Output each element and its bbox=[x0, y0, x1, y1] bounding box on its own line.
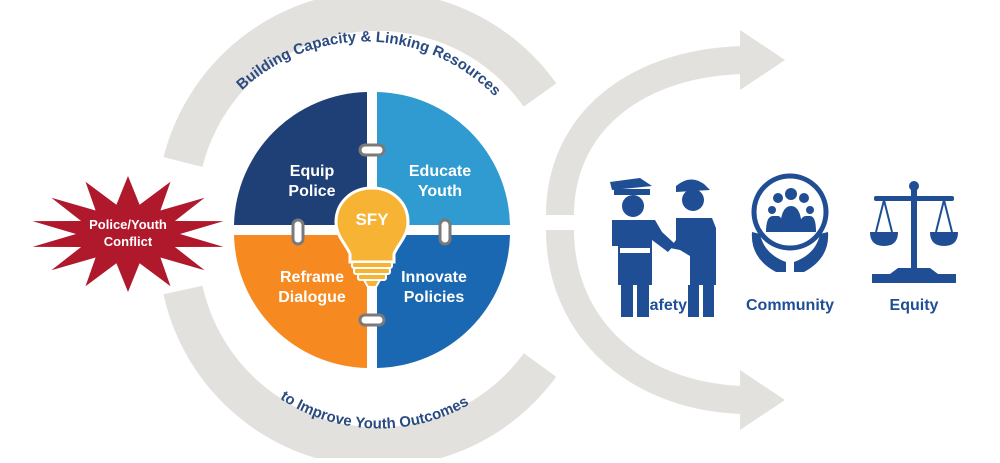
burst-shape bbox=[32, 176, 224, 292]
link-bottom bbox=[358, 313, 386, 327]
link-right bbox=[438, 218, 452, 246]
quadrant-label-br-1: Innovate bbox=[401, 269, 467, 286]
burst-label-line1: Police/Youth bbox=[89, 217, 167, 232]
quadrant-bottom-right bbox=[377, 235, 510, 368]
quadrant-bottom-left bbox=[234, 235, 367, 368]
outer-arc-ring bbox=[163, 0, 785, 463]
left-arc-top bbox=[163, 0, 557, 168]
quadrant-label-bl-2: Dialogue bbox=[278, 289, 346, 306]
arrow-head-top bbox=[740, 30, 785, 90]
center-label: SFY bbox=[355, 210, 389, 229]
right-arc-top bbox=[546, 46, 751, 216]
quadrant-label-bl-1: Reframe bbox=[280, 269, 344, 286]
quadrant-label-br-2: Policies bbox=[404, 289, 465, 306]
quadrant-label-tl-1: Equip bbox=[290, 163, 335, 180]
link-left bbox=[291, 218, 305, 246]
quadrant-top-left bbox=[234, 92, 367, 225]
lightbulb-icon bbox=[334, 186, 410, 288]
burst-label-line2: Conflict bbox=[104, 234, 153, 249]
handshake-icon bbox=[610, 178, 716, 317]
left-arc-bottom bbox=[163, 285, 557, 463]
scales-icon bbox=[870, 181, 958, 283]
quadrant-circle: Equip Police Educate Youth Reframe Dialo… bbox=[230, 88, 514, 372]
conflict-burst: Police/Youth Conflict bbox=[32, 176, 224, 292]
outcome-label-community: Community bbox=[746, 297, 834, 314]
right-arc-bottom bbox=[546, 229, 751, 414]
arrow-head-bottom bbox=[740, 370, 785, 430]
quadrant-top-right bbox=[377, 92, 510, 225]
link-top bbox=[358, 143, 386, 157]
outcome-label-safety: Safety bbox=[639, 297, 687, 314]
quadrant-label-tl-2: Police bbox=[288, 183, 335, 200]
quadrant-label-tr-1: Educate bbox=[409, 163, 471, 180]
connector-links bbox=[291, 143, 452, 327]
outcome-label-equity: Equity bbox=[890, 297, 939, 314]
quadrant-label-tr-2: Youth bbox=[418, 183, 462, 200]
community-icon bbox=[751, 173, 829, 272]
